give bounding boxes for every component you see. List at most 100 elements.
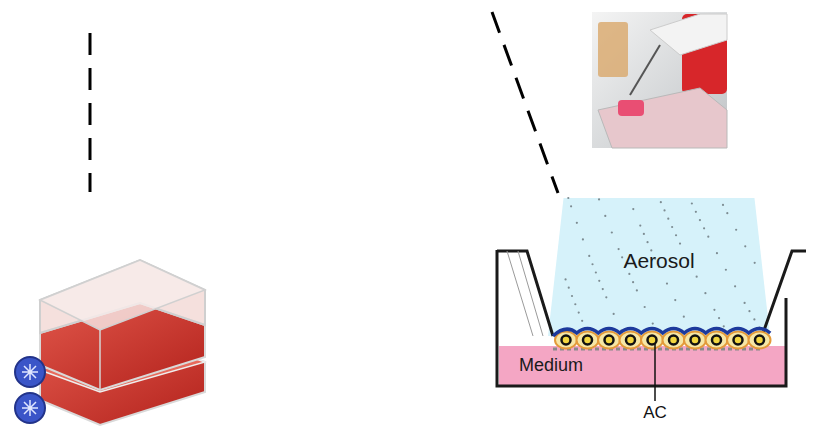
aerosol-particle <box>618 248 620 250</box>
cell <box>706 332 728 349</box>
aerosol-particle <box>628 273 630 275</box>
aerosol-particle <box>570 205 572 207</box>
plate-well <box>618 100 644 116</box>
cell <box>663 332 685 349</box>
aerosol-particle <box>639 225 641 227</box>
cell <box>620 332 642 349</box>
aerosol-particle <box>588 255 590 257</box>
aerosol-particle <box>716 252 718 254</box>
insert-wall <box>762 251 806 336</box>
aerosol-particle <box>646 241 648 243</box>
pipette <box>630 45 660 95</box>
lab-photo <box>592 12 727 148</box>
culture-plate <box>598 88 727 148</box>
aerosol-particle <box>727 334 729 336</box>
aerosol-particle <box>582 238 584 240</box>
dashed-line <box>492 12 558 193</box>
leader-line <box>654 344 656 401</box>
cell-nucleus <box>755 336 764 345</box>
aerosol-particle <box>735 229 737 231</box>
aerosol-particle <box>632 281 634 283</box>
photo-background <box>592 12 727 148</box>
aerosol-particle <box>595 271 597 273</box>
aerosol-particle <box>598 198 600 200</box>
aerosol-particle <box>568 287 570 289</box>
aerosol-particle <box>679 242 681 244</box>
aerosol-particle <box>660 201 662 203</box>
aerosol-particle <box>703 227 705 229</box>
aerosol-particle <box>674 299 676 301</box>
culture-flasks <box>15 260 205 425</box>
aerosol-particle <box>723 325 725 327</box>
aerosol-particle <box>707 236 709 238</box>
cell-nucleus <box>648 336 657 345</box>
membrane <box>553 348 762 351</box>
aerosol-particle <box>744 245 746 247</box>
aerosol-particle <box>691 202 693 204</box>
aerosol-particle <box>581 320 583 322</box>
aerosol-particle <box>713 309 715 311</box>
aerosol-fill <box>548 198 770 336</box>
aerosol-particle <box>663 209 665 211</box>
cell <box>641 332 663 349</box>
cell <box>577 332 599 349</box>
medium-region: Medium <box>499 346 785 385</box>
aerosol-particle <box>632 208 634 210</box>
aerosol-particle <box>591 263 593 265</box>
aerosol-particle <box>605 296 607 298</box>
medium-fill <box>499 346 785 385</box>
cell-nucleus <box>583 336 592 345</box>
aerosol-particle <box>754 262 756 264</box>
aerosol-particle <box>604 215 606 217</box>
aerosol-particle <box>722 204 724 206</box>
aerosol-particle <box>675 234 677 236</box>
cell-nucleus <box>626 336 635 345</box>
callout-label: AC <box>643 403 667 423</box>
aerosol-particle <box>644 306 646 308</box>
cell-nucleus <box>605 336 614 345</box>
flask-edge <box>99 330 101 390</box>
aerosol-particle <box>671 226 673 228</box>
aerosol-region: Aerosol <box>548 198 770 336</box>
region-label: Medium <box>519 355 583 376</box>
aerosol-particle <box>567 197 569 199</box>
well-wall <box>497 250 786 386</box>
aerosol-particle <box>758 327 760 329</box>
cap-mark <box>22 400 38 416</box>
aerosol-particle <box>725 269 727 271</box>
mucus-layer <box>553 329 770 337</box>
cell-nucleus <box>734 336 743 345</box>
aerosol-particle <box>643 233 645 235</box>
cell <box>749 332 771 349</box>
aerosol-particle <box>683 316 685 318</box>
cell-nucleus <box>712 336 721 345</box>
aerosol-particle <box>667 218 669 220</box>
insert-rim <box>507 251 543 336</box>
flask-top <box>40 260 205 330</box>
cell <box>727 332 749 349</box>
aerosol-particle <box>571 295 573 297</box>
insert-wall <box>497 251 553 336</box>
aerosol-particle <box>636 289 638 291</box>
aerosol-particle <box>699 219 701 221</box>
aerosol-particle <box>621 256 623 258</box>
aerosol-particle <box>598 280 600 282</box>
aerosol-particle <box>753 318 755 320</box>
aerosol-particle <box>704 292 706 294</box>
bottle <box>598 22 628 77</box>
cell-nucleus <box>562 336 571 345</box>
aerosol-particle <box>611 231 613 233</box>
cell <box>684 332 706 349</box>
aerosol-particle <box>620 329 622 331</box>
aerosol-particle <box>574 303 576 305</box>
region-label: Aerosol <box>623 249 694 273</box>
gloved-hand <box>650 14 727 55</box>
aerosol-particle <box>602 288 604 290</box>
aerosol-particle <box>695 211 697 213</box>
aerosol-particle <box>734 285 736 287</box>
cell-nucleus <box>691 336 700 345</box>
flask-headspace <box>40 260 205 333</box>
aerosol-particle <box>666 282 668 284</box>
